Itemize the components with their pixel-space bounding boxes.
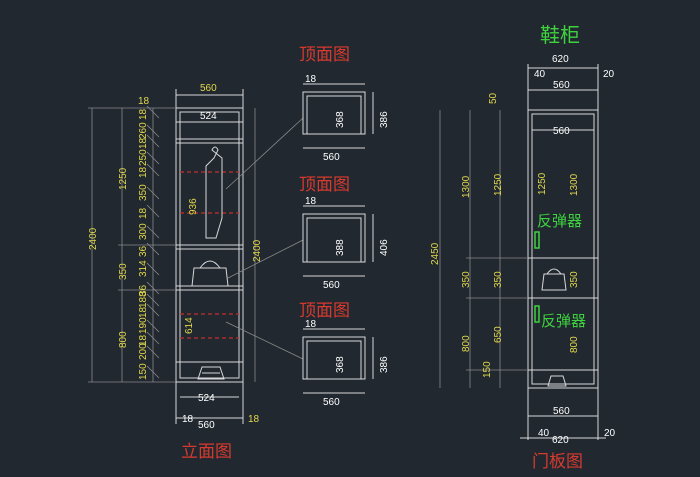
dim-segment: 18 — [138, 306, 149, 318]
dim-mid-height: 350 — [118, 263, 129, 280]
dim-shoe-mid-panel: 350 — [569, 271, 580, 288]
dim-top-view-width: 560 — [323, 152, 340, 163]
dim-shoe-top-gap: 50 — [488, 92, 499, 104]
shoes-icon — [197, 366, 225, 380]
dim-segment: 300 — [138, 223, 149, 240]
bag-icon — [191, 260, 229, 287]
dim-segment: 150 — [138, 363, 149, 380]
dim-total-height-right: 2400 — [252, 239, 263, 262]
shoe-cabinet-outline — [527, 109, 599, 389]
dim-top-view-inner: 368 — [335, 356, 346, 373]
shoe-cabinet-inner — [531, 113, 595, 385]
dim-segment: 350 — [138, 184, 149, 201]
dim-top-view-depth: 18 — [305, 319, 317, 330]
dim-segment: 18 — [138, 207, 149, 219]
dim-top-view-outer: 386 — [379, 111, 390, 128]
dim-top-view-width: 560 — [323, 397, 340, 408]
title-shoe-cabinet: 鞋柜 — [540, 23, 580, 47]
title-door-panel: 门板图 — [532, 452, 583, 472]
leader-line — [225, 321, 304, 360]
title-top-view-3: 顶面图 — [299, 301, 350, 321]
dim-shoe-panel-a: 1250 — [537, 172, 548, 195]
dim-bottom-18-left: 18 — [182, 414, 194, 425]
dim-shoe-mid-inner: 350 — [493, 271, 504, 288]
dim-segment: 314 — [138, 260, 149, 277]
top-views: 顶面图 顶面图 顶面图 18 368 386 560 18 388 406 560 18 368 3… — [299, 45, 390, 408]
dim-shoe-lower-inner: 650 — [493, 326, 504, 343]
dim-shoe-total-height: 2450 — [430, 242, 441, 265]
dim-shoe-bottom-left: 40 — [538, 428, 550, 439]
dim-top-view-depth: 18 — [305, 74, 317, 85]
dim-segment: 188 — [138, 291, 149, 308]
dim-lower-height: 800 — [118, 331, 129, 348]
dim-top-view-outer: 406 — [379, 239, 390, 256]
leader-line — [225, 117, 304, 190]
handle-icon — [534, 231, 540, 249]
dim-shoe-top-right: 20 — [603, 69, 615, 80]
dim-total-height: 2400 — [88, 227, 99, 250]
dim-upper-height: 1250 — [118, 167, 129, 190]
leader-line — [227, 239, 304, 279]
title-top-view-1: 顶面图 — [299, 45, 350, 65]
segment-dimensions: 1826018250183501830036314361881819018200… — [138, 105, 160, 380]
title-elevation: 立面图 — [181, 442, 232, 462]
dim-shoe-base: 150 — [482, 361, 493, 378]
dim-top-view-depth: 18 — [305, 196, 317, 207]
elevation-view: 560 524 2400 1250 350 800 18260182501835… — [88, 83, 304, 462]
handle-icon — [534, 305, 540, 323]
dim-shoe-panel-b: 1300 — [569, 173, 580, 196]
top-view: 18 368 386 560 — [302, 74, 390, 163]
dim-shoe-bottom-right: 20 — [604, 428, 616, 439]
dim-segment: 200 — [138, 343, 149, 360]
dim-shoe-top-left: 40 — [534, 69, 546, 80]
shoe-cabinet-view: 鞋柜 反弹器 反弹器 620 40 20 560 560 2450 1300 3… — [430, 23, 616, 472]
dim-lower-inner: 614 — [184, 317, 195, 334]
dim-shoe-upper-inner: 1250 — [493, 173, 504, 196]
dim-top-view-outer: 386 — [379, 356, 390, 373]
dim-segment: 18 — [138, 334, 149, 346]
top-view: 18 388 406 560 — [302, 196, 390, 291]
dim-shoe-inner-width: 560 — [553, 126, 570, 137]
top-view: 18 368 386 560 — [302, 319, 390, 408]
shoes-icon — [547, 375, 567, 387]
dim-hang-height: 936 — [188, 198, 199, 215]
dim-shoe-mid-outer: 350 — [461, 271, 472, 288]
title-top-view-2: 顶面图 — [299, 175, 350, 195]
dim-shoe-top-total: 620 — [552, 54, 569, 65]
dim-shoe-bottom-mid: 560 — [553, 406, 570, 417]
dim-shoe-lower-outer: 800 — [461, 335, 472, 352]
dim-shoe-top-mid: 560 — [553, 80, 570, 91]
dim-bottom-width: 560 — [198, 420, 215, 431]
dim-top-view-width: 560 — [323, 280, 340, 291]
label-rebound-1: 反弹器 — [537, 212, 582, 230]
dim-inner-width: 524 — [200, 111, 217, 122]
coat-icon — [205, 146, 223, 239]
dim-segment: 18 — [138, 166, 149, 178]
dim-top-18: 18 — [138, 96, 150, 107]
dim-top-width: 560 — [200, 83, 217, 94]
dim-segment: 190 — [138, 317, 149, 334]
dim-top-view-inner: 368 — [335, 111, 346, 128]
dim-segment: 18 — [138, 108, 149, 120]
dim-segment: 260 — [138, 122, 149, 139]
dim-shoe-lower-panel: 800 — [569, 336, 580, 353]
dim-segment: 36 — [138, 245, 149, 257]
dim-shoe-bottom-total: 620 — [552, 435, 569, 446]
dim-bottom-18-right: 18 — [248, 414, 260, 425]
dim-shoe-upper-outer: 1300 — [461, 175, 472, 198]
bag-icon — [541, 268, 567, 291]
dim-bottom-inner: 524 — [198, 393, 215, 404]
label-rebound-2: 反弹器 — [541, 312, 586, 330]
dim-segment: 18 — [138, 137, 149, 149]
dim-segment: 36 — [138, 284, 149, 296]
dim-segment: 250 — [138, 149, 149, 166]
dim-top-view-inner: 388 — [335, 239, 346, 256]
